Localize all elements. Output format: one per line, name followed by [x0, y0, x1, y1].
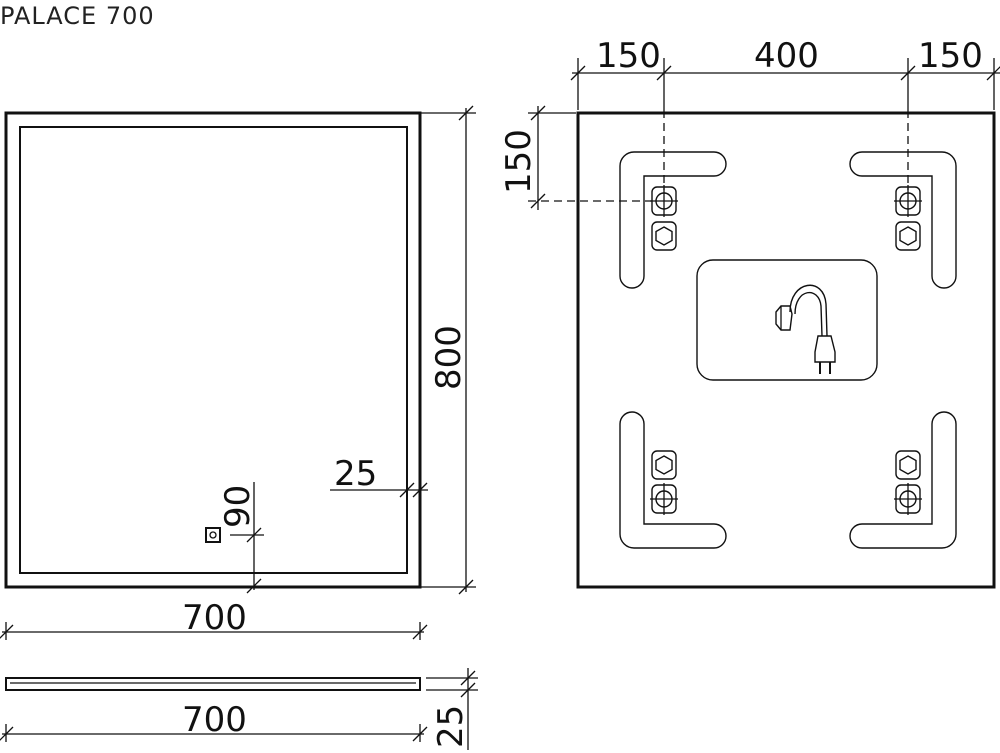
mirror-outer-frame [4, 111, 422, 589]
hex-nut-icon [651, 221, 677, 251]
back-panel [576, 111, 996, 589]
bottom-offset-dimension: 90 [218, 482, 264, 594]
profile-width-label: 700 [182, 700, 247, 740]
bottom-offset-label: 90 [218, 485, 258, 528]
top-offset-label: 150 [499, 129, 539, 194]
mounting-bracket-icon [649, 482, 679, 516]
left-margin-label: 150 [596, 36, 661, 76]
profile-view: 700 25 [0, 668, 478, 750]
height-label: 800 [429, 325, 469, 390]
hex-nut-icon [895, 221, 921, 251]
power-compartment [696, 259, 878, 381]
front-view: 800 25 90 700 [0, 105, 476, 640]
front-width-label: 700 [182, 598, 247, 638]
center-span-label: 400 [754, 36, 819, 76]
power-button-icon [205, 527, 221, 543]
back-view: 150 400 150 150 [499, 36, 1000, 589]
top-offset-dimension: 150 [499, 105, 652, 210]
profile-body [5, 677, 421, 691]
mirror-led-strip [19, 126, 408, 574]
slot-top-left [619, 151, 727, 289]
slot-bottom-left [619, 411, 727, 549]
right-margin-label: 150 [918, 36, 983, 76]
height-dimension: 800 [420, 105, 476, 595]
power-cord-plug-icon [775, 284, 836, 374]
hex-nut-icon [651, 450, 677, 480]
slot-top-right [849, 151, 957, 289]
slot-bottom-right [849, 411, 957, 549]
product-title: PALACE 700 [0, 2, 155, 30]
front-width-dimension: 700 [0, 598, 428, 640]
profile-depth-label: 25 [431, 705, 471, 748]
mounting-bracket-icon [893, 482, 923, 516]
side-offset-dimension: 25 [330, 454, 428, 498]
side-offset-label: 25 [334, 454, 377, 494]
top-dimension-chain: 150 400 150 [570, 36, 1000, 190]
hex-nut-icon [895, 450, 921, 480]
